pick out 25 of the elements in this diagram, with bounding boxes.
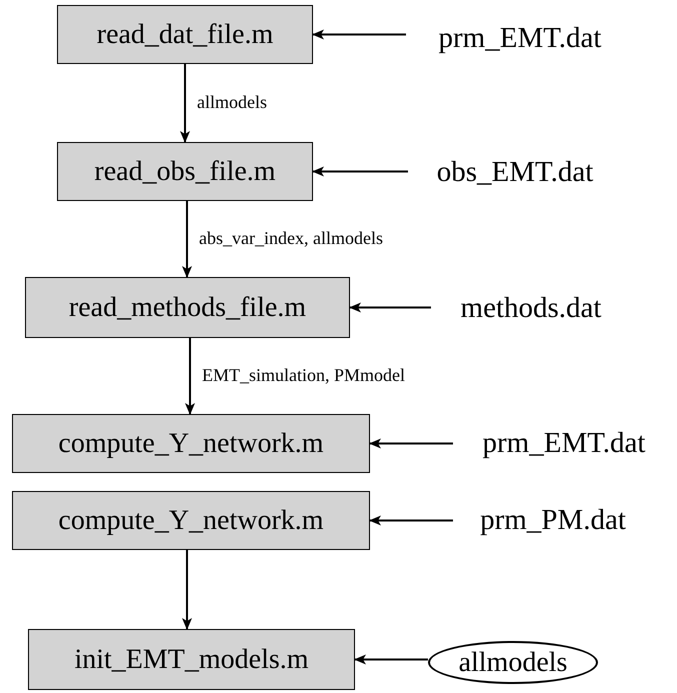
input-file-label: prm_PM.dat: [453, 500, 653, 540]
edge-label: EMT_simulation, PMmodel: [202, 365, 406, 386]
input-file-label: prm_EMT.dat: [453, 423, 675, 463]
data-ellipse: allmodels: [428, 641, 598, 684]
arrow: [180, 64, 190, 143]
input-file-label: methods.dat: [431, 288, 631, 328]
arrow: [312, 30, 406, 40]
input-file-label: prm_EMT.dat: [406, 18, 634, 58]
process-box: read_dat_file.m: [57, 5, 313, 64]
arrow: [349, 302, 431, 312]
process-box: compute_Y_network.m: [12, 491, 370, 550]
arrow: [312, 166, 408, 176]
arrow: [369, 516, 453, 526]
edge-label: abs_var_index, allmodels: [199, 228, 383, 249]
arrow: [185, 338, 195, 415]
arrow: [182, 550, 192, 630]
arrow: [369, 438, 453, 448]
arrow: [354, 654, 428, 664]
input-file-label: obs_EMT.dat: [408, 152, 622, 192]
process-box: read_obs_file.m: [57, 142, 313, 201]
arrow: [182, 201, 192, 278]
process-box: compute_Y_network.m: [12, 414, 370, 473]
edge-label: allmodels: [197, 92, 267, 113]
process-box: init_EMT_models.m: [28, 629, 355, 690]
process-box: read_methods_file.m: [25, 277, 350, 338]
